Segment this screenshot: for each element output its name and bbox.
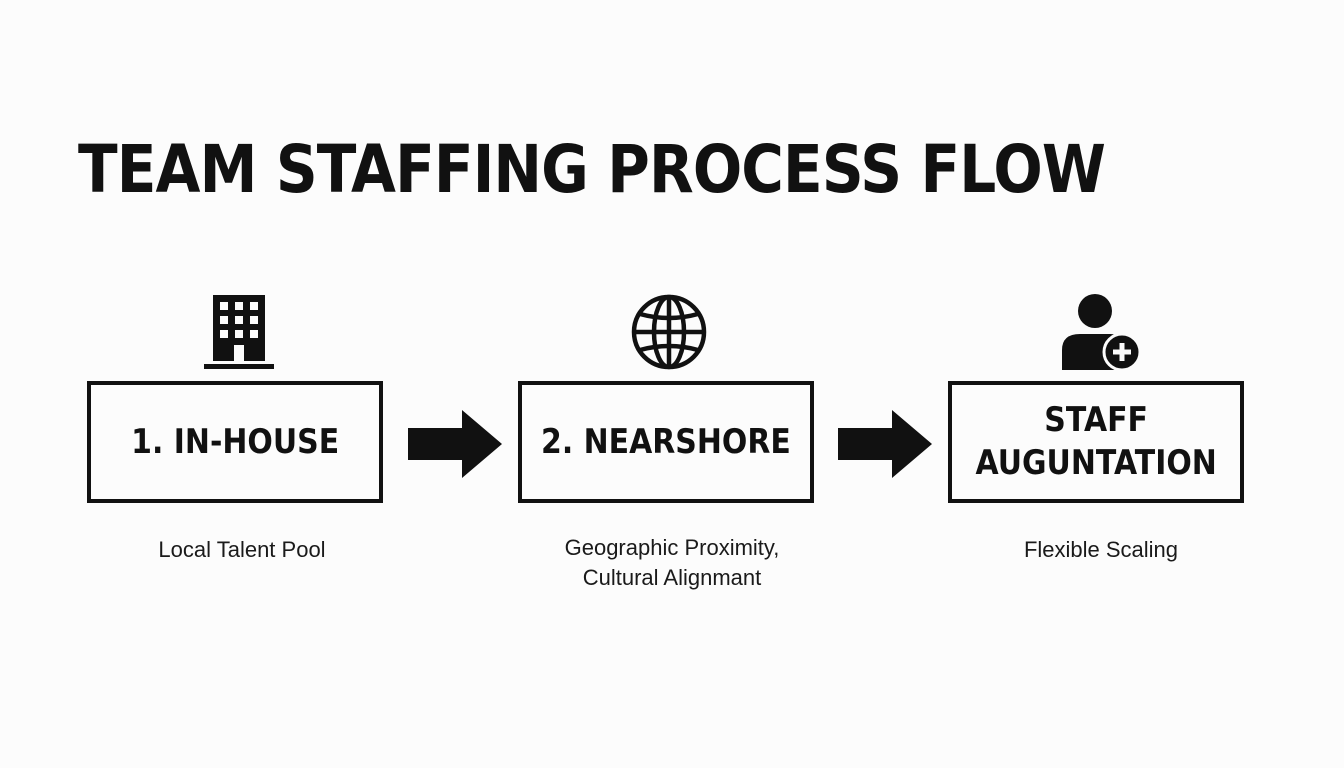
step-caption-in-house: Local Talent Pool — [158, 537, 326, 562]
step-label-staff-augmentation: STAFF AUGUNTATION — [975, 400, 1217, 483]
step-box-in-house: 1. IN-HOUSE — [87, 381, 383, 503]
building-icon — [204, 295, 274, 371]
globe-icon — [630, 293, 708, 371]
step-label-nearshore: 2. NEARSHORE — [541, 421, 791, 462]
step-box-nearshore: 2. NEARSHORE — [518, 381, 814, 503]
step-caption-staff-augmentation: Flexible Scaling — [1023, 537, 1179, 562]
diagram-title: TEAM STAFFING PROCESS FLOW — [78, 131, 1106, 208]
add-user-icon — [1060, 294, 1144, 372]
step-caption-nearshore: Geographic Proximity, Cultural Alignmant — [564, 535, 780, 590]
arrow-right-icon — [838, 410, 932, 483]
step-label-in-house: 1. IN-HOUSE — [131, 421, 339, 462]
arrow-right-icon — [408, 410, 502, 483]
step-box-staff-augmentation: STAFF AUGUNTATION — [948, 381, 1244, 503]
